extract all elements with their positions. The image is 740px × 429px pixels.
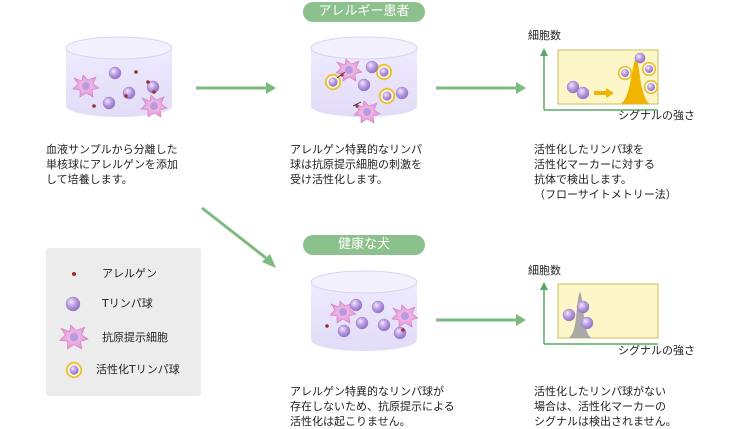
t-lymphocyte — [355, 316, 369, 330]
culture-dish-allergy — [310, 36, 418, 124]
graph-x-label: シグナルの強さ — [618, 344, 695, 357]
legend-label: 活性化Tリンパ球 — [96, 363, 180, 376]
allergen-dot — [340, 73, 344, 77]
t-lymphocyte — [102, 96, 116, 110]
t-lymphocyte — [580, 316, 594, 330]
signal-peak-low — [568, 292, 592, 338]
allergen-dot — [325, 324, 329, 328]
t-lymphocyte-icon — [65, 296, 81, 312]
legend-item-allergen: アレルゲン — [46, 262, 201, 286]
culture-dish-healthy — [310, 270, 419, 351]
flow-arrow-2 — [436, 82, 526, 94]
activated-t-lymphocyte — [641, 61, 657, 77]
t-lymphocyte — [357, 78, 371, 92]
allergen-dot — [152, 90, 156, 94]
caption-step1: 血液サンプルから分離した 単核球にアレルゲンを添加 して培養します。 — [46, 143, 178, 186]
flow-cytometry-graph-healthy — [540, 282, 659, 345]
legend-label: アレルゲン — [102, 267, 157, 280]
t-lymphocyte — [108, 66, 122, 80]
t-lymphocyte — [337, 324, 351, 338]
signal-peak-high — [620, 58, 650, 104]
legend-item-t-lymphocyte: Tリンパ球 — [46, 292, 201, 316]
allergy-patient-label: アレルギー患者 — [303, 2, 425, 22]
shift-arrow — [594, 88, 614, 98]
flow-arrow-3 — [436, 314, 526, 326]
activated-t-lymphocyte — [643, 79, 659, 95]
legend-label: 抗原提示細胞 — [102, 331, 168, 344]
allergen-dot — [92, 104, 96, 108]
flow-arrow-1 — [196, 82, 276, 94]
healthy-dog-label: 健康な犬 — [303, 235, 425, 255]
allergen-dot — [124, 94, 128, 98]
activated-t-lymphocyte — [378, 87, 396, 105]
legend-item-apc: 抗原提示細胞 — [46, 324, 201, 350]
allergen-dot — [401, 328, 405, 332]
t-lymphocyte — [371, 300, 385, 314]
t-lymphocyte — [634, 52, 646, 64]
graph-x-label: シグナルの強さ — [618, 109, 695, 122]
t-lymphocyte — [395, 86, 409, 100]
stimulation-arrow — [352, 101, 362, 107]
t-lymphocyte — [576, 86, 590, 100]
caption-step2-healthy: アレルゲン特異的なリンパ球が 存在しないため、抗原提示による 活性化は起こりませ… — [290, 385, 455, 428]
culture-dish-initial — [65, 36, 173, 118]
t-lymphocyte — [365, 60, 379, 74]
caption-step2-allergy: アレルゲン特異的なリンパ 球は抗原提示細胞の刺激を 受け活性化します。 — [290, 143, 422, 186]
t-lymphocyte — [349, 298, 363, 312]
allergen-dot — [134, 70, 138, 74]
antigen-presenting-cell-icon — [59, 324, 89, 350]
t-lymphocyte — [576, 300, 590, 314]
t-lymphocyte — [562, 308, 576, 322]
caption-step3-allergy: 活性化したリンパ球を 活性化マーカーに対する 抗体で検出します。 （フローサイト… — [534, 143, 677, 201]
caption-step3-healthy: 活性化したリンパ球がない 場合は、活性化マーカーの シグナルは検出されません。 — [534, 385, 677, 428]
legend-label: Tリンパ球 — [102, 297, 153, 310]
flow-arrow-diagonal — [201, 206, 276, 268]
activated-t-lymphocyte — [617, 65, 633, 81]
legend-box: アレルゲン Tリンパ球 抗原提示細胞 活性化Tリンパ球 — [46, 248, 201, 396]
flow-cytometry-graph-allergy — [540, 48, 659, 111]
graph-y-label: 細胞数 — [528, 264, 561, 277]
allergen-dot — [355, 104, 359, 108]
allergen-dot-icon — [72, 272, 76, 276]
legend-item-activated-t-lymphocyte: 活性化Tリンパ球 — [46, 358, 201, 382]
graph-y-label: 細胞数 — [528, 29, 561, 42]
activated-t-lymphocyte — [375, 63, 393, 81]
t-lymphocyte — [377, 318, 391, 332]
activated-t-lymphocyte-icon — [65, 361, 83, 379]
allergen-dot — [146, 80, 150, 84]
